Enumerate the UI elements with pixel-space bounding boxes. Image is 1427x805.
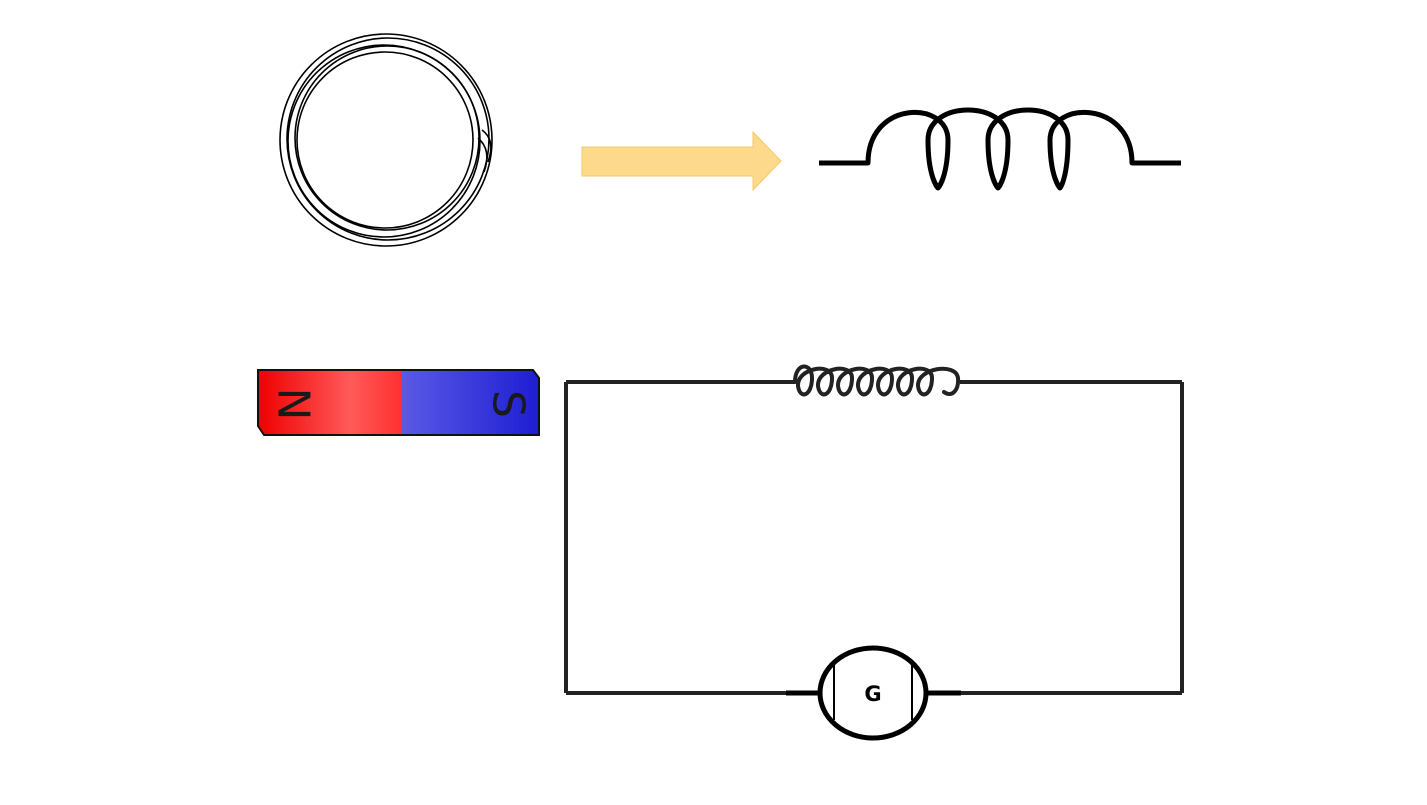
magnet-outline [257, 369, 540, 436]
magnet-south-half [401, 370, 539, 435]
wire-coil [279, 33, 493, 247]
bar-magnet: N S [257, 369, 540, 436]
magnet-north-label: N [268, 388, 319, 421]
magnet-south-label: S [483, 390, 534, 418]
galvanometer-body [817, 645, 929, 741]
transform-arrow [581, 130, 782, 192]
circuit-wires [564, 380, 1184, 695]
galvanometer-label: G [864, 682, 881, 706]
magnet-north-half [258, 370, 401, 435]
galvanometer: G [786, 645, 961, 741]
circuit-coil [793, 364, 961, 397]
inductor-symbol [819, 107, 1181, 191]
